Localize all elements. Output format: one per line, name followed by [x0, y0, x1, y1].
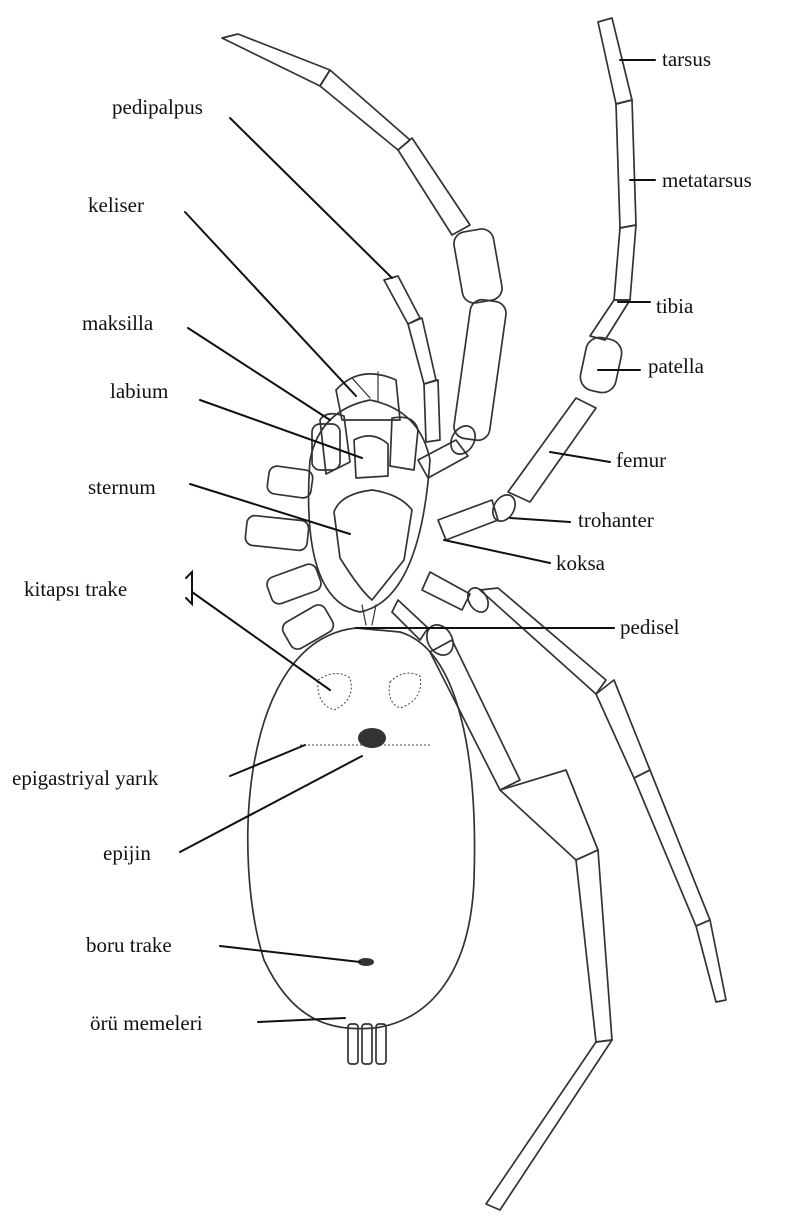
right-leg-2 — [222, 34, 508, 478]
label-koksa: koksa — [556, 551, 606, 575]
spinnerets — [348, 1024, 386, 1064]
left-legs — [245, 424, 340, 652]
label-kitapsi-trake: kitapsı trake — [24, 577, 127, 601]
label-patella: patella — [648, 354, 705, 378]
right-leg-3 — [422, 572, 726, 1002]
label-oru-memeleri: örü memeleri — [90, 1011, 203, 1035]
epigyne-mark — [358, 728, 386, 748]
label-tarsus: tarsus — [662, 47, 711, 71]
sternum-plate — [334, 490, 412, 600]
book-lung-right — [389, 673, 420, 708]
label-maksilla: maksilla — [82, 311, 154, 335]
right-leg-4 — [392, 600, 612, 1210]
label-pedipalpus: pedipalpus — [112, 95, 203, 119]
label-tibia: tibia — [656, 294, 694, 318]
label-epijin: epijin — [103, 841, 151, 865]
book-lung-left — [318, 673, 351, 710]
cephalothorax — [309, 372, 430, 625]
label-boru-trake: boru trake — [86, 933, 172, 957]
abdomen — [248, 628, 475, 1064]
label-epigastriyal-yarik: epigastriyal yarık — [12, 766, 159, 790]
chelicera — [336, 374, 400, 420]
label-trohanter: trohanter — [578, 508, 654, 532]
label-pedisel: pedisel — [620, 615, 680, 639]
label-metatarsus: metatarsus — [662, 168, 752, 192]
label-sternum: sternum — [88, 475, 156, 499]
labels: tarsus pedipalpus metatarsus keliser tib… — [12, 47, 752, 1035]
label-femur: femur — [616, 448, 666, 472]
label-labium: labium — [110, 379, 168, 403]
label-keliser: keliser — [88, 193, 144, 217]
